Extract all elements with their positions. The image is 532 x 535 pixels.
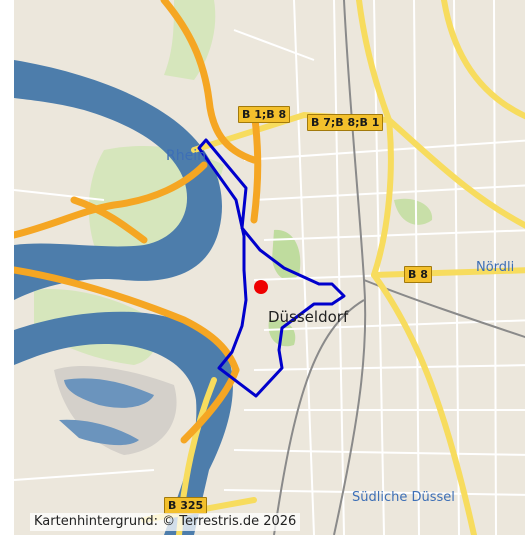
label-river-rhein: Rhein	[166, 148, 206, 164]
park-area	[272, 229, 301, 280]
harbour-basin	[64, 378, 154, 408]
highways	[14, 0, 262, 444]
map-attribution: Kartenhintergrund: © Terrestris.de 2026	[30, 513, 301, 531]
red-dot-marker	[254, 280, 268, 294]
map-view[interactable]: B 1;B 8 B 7;B 8;B 1 B 8 B 325 Rhein Düss…	[14, 0, 525, 535]
park-area	[394, 198, 433, 225]
map-canvas	[14, 0, 525, 535]
label-city-duesseldorf: Düsseldorf	[268, 308, 349, 326]
boundary-outline	[197, 138, 346, 398]
road-shield-b325: B 325	[164, 497, 208, 514]
road-shield-b7-b8-b1: B 7;B 8;B 1	[307, 114, 384, 131]
label-district-north: Nördli	[476, 260, 515, 275]
label-district-south: Südliche Düssel	[352, 490, 455, 505]
road-shield-b8: B 8	[404, 266, 432, 283]
road-shield-b1-b8: B 1;B 8	[238, 106, 291, 123]
harbour-basin	[59, 419, 139, 446]
